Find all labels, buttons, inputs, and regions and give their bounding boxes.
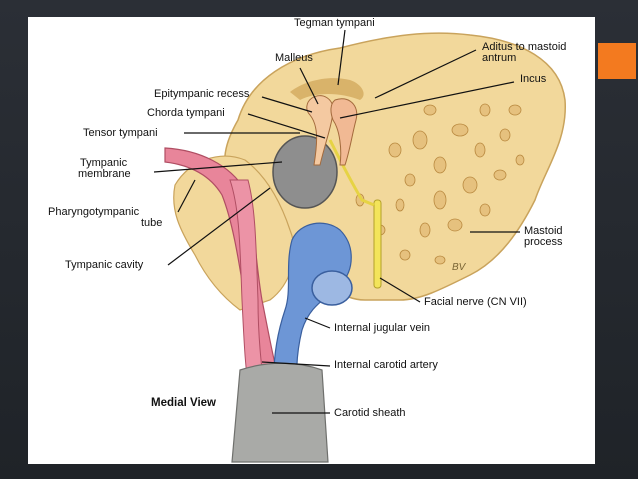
label-mastoid-2: process: [524, 236, 563, 248]
label-internal-jugular-vein: Internal jugular vein: [334, 322, 431, 334]
facial-nerve: [373, 199, 382, 289]
label-tympanic-membrane-2: membrane: [78, 168, 131, 180]
label-tegman-tympani: Tegman tympani: [294, 17, 375, 29]
label-carotid-sheath: Carotid sheath: [334, 407, 406, 419]
accent-square: [598, 43, 636, 79]
label-chorda-tympani: Chorda tympani: [147, 107, 225, 119]
tympanic-membrane: [272, 135, 338, 209]
leader-lines: [153, 29, 520, 414]
label-malleus: Malleus: [275, 52, 313, 64]
label-mastoid-1: Mastoid: [524, 225, 563, 237]
label-aditus-line-1: Aditus to mastoid: [482, 41, 567, 53]
label-aditus-line-2: antrum: [482, 52, 517, 64]
label-pharyngotympanic-1: Pharyngotympanic: [48, 206, 140, 218]
label-internal-carotid-artery: Internal carotid artery: [334, 359, 438, 371]
jugular-bulb-opening: [311, 270, 353, 306]
label-tensor-tympani: Tensor tympani: [83, 127, 158, 139]
chorda-tympani: [328, 139, 375, 207]
artist-signature: BV: [452, 262, 466, 273]
label-incus: Incus: [520, 73, 547, 85]
label-pharyngotympanic-2: tube: [141, 217, 163, 229]
label-epitympanic-recess: Epitympanic recess: [154, 88, 250, 100]
label-tympanic-cavity: Tympanic cavity: [65, 259, 144, 271]
label-tympanic-membrane-1: Tympanic: [80, 157, 128, 169]
label-facial-nerve: Facial nerve (CN VII): [424, 296, 527, 308]
mastoid-air-cells: [355, 103, 525, 265]
internal-jugular-vein: [273, 222, 352, 399]
view-title: Medial View: [151, 397, 216, 409]
